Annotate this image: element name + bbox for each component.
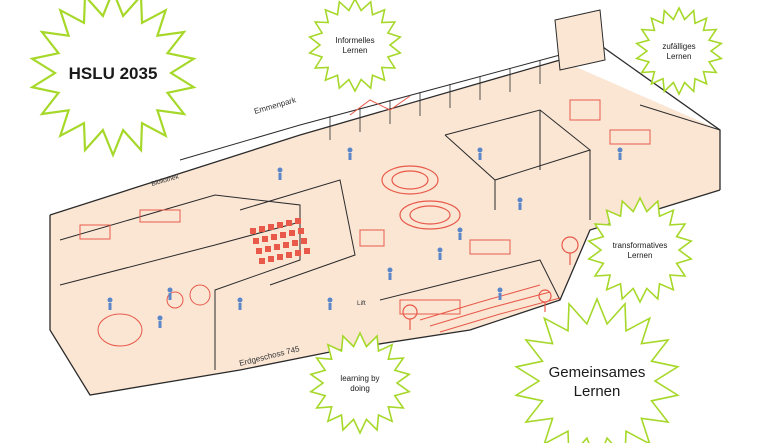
furniture: [79, 95, 651, 347]
trees: [402, 236, 579, 330]
stair-tower: [554, 9, 606, 71]
auditorium-seats: [250, 218, 310, 264]
badge-starburst-shape: [634, 6, 724, 96]
badge-starburst-shape: [308, 331, 412, 435]
badge-text: Informelles: [335, 36, 374, 45]
floor-plan: Emmenpark Bibliothek Lift Erdgeschoss 74…: [49, 9, 721, 396]
badge-text: HSLU 2035: [69, 64, 158, 83]
badge-text: learning by: [340, 374, 379, 383]
badge-text: Lernen: [343, 46, 368, 55]
badge-text: doing: [350, 384, 370, 393]
back-wall: [179, 54, 561, 161]
badge-starburst-shape: [308, 0, 402, 93]
people: [107, 147, 623, 328]
interior-walls: [59, 104, 721, 370]
badge-starburst-shape: [29, 0, 197, 158]
badge-text: zufälliges: [662, 42, 695, 51]
central-spiral-stair: [381, 165, 461, 230]
label-emmenpark: Emmenpark: [253, 95, 298, 116]
label-lift: Lift: [357, 300, 366, 307]
badge-text: Lernen: [574, 383, 621, 400]
badge-text: Lernen: [667, 52, 692, 61]
back-windows: [329, 60, 541, 140]
badge-text: Lernen: [628, 251, 653, 260]
floor-slab: [50, 60, 720, 395]
badge-hslu: HSLU 2035: [29, 0, 197, 158]
badge-text: Gemeinsames: [549, 364, 646, 381]
badge-text: transformatives: [613, 241, 668, 250]
badge-starburst-shape: [514, 296, 680, 443]
badge-starburst-shape: [587, 196, 693, 304]
